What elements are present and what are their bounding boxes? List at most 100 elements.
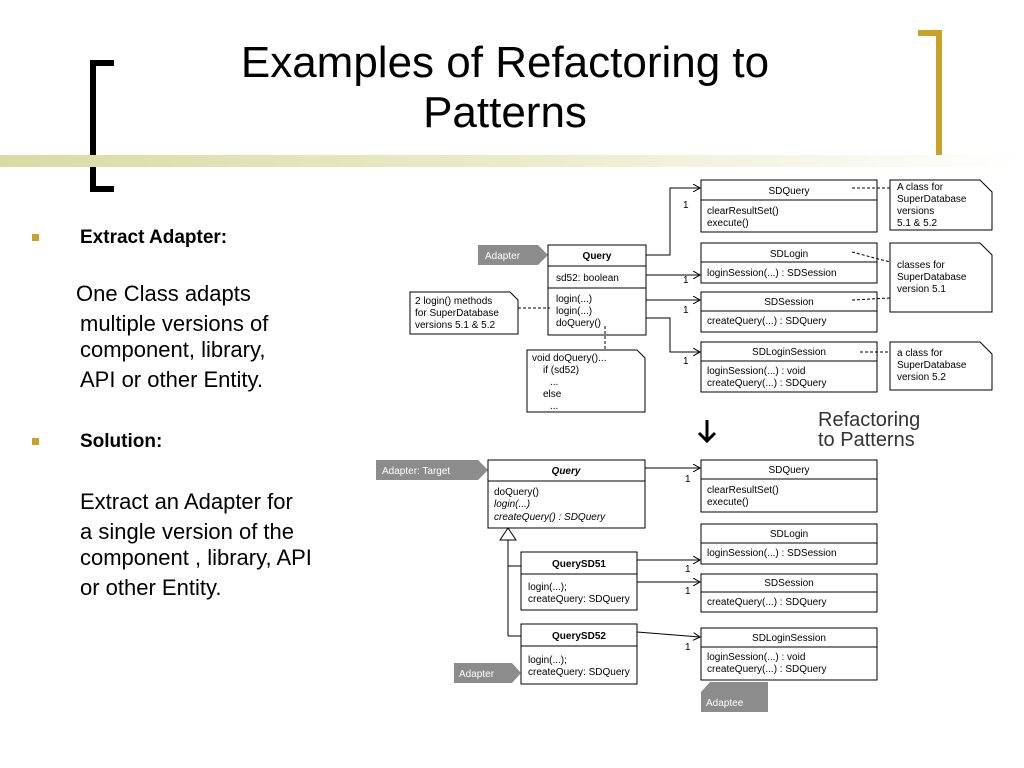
- svg-text:login(...);: login(...);: [528, 655, 567, 666]
- svg-text:SDLogin: SDLogin: [770, 529, 808, 540]
- bullet-heading-1: Extract Adapter:: [80, 227, 228, 248]
- svg-text:Adapter: Adapter: [459, 669, 495, 680]
- svg-text:doQuery(): doQuery(): [494, 487, 539, 498]
- svg-text:clearResultSet(): clearResultSet(): [707, 485, 779, 496]
- left-bracket-decoration: [90, 60, 114, 192]
- adapter-tag-bottom: Adapter: [454, 663, 521, 683]
- svg-text:loginSession(...) : void: loginSession(...) : void: [707, 652, 805, 663]
- svg-text:Query: Query: [552, 466, 581, 477]
- svg-text:else: else: [543, 389, 562, 400]
- svg-text:Adaptee: Adaptee: [706, 698, 744, 709]
- svg-text:createQuery(...) : SDQuery: createQuery(...) : SDQuery: [707, 378, 826, 389]
- sdloginsession-class-top: SDLoginSession loginSession(...) : void …: [700, 341, 878, 393]
- svg-text:login(...): login(...): [494, 499, 530, 510]
- bullet-heading-2: Solution:: [80, 431, 163, 452]
- svg-text:to Patterns: to Patterns: [818, 429, 915, 451]
- mult-top-4: 1: [683, 356, 689, 367]
- bullet-body-1-line-1: One Class adapts: [76, 281, 251, 306]
- svg-text:execute(): execute(): [707, 218, 749, 229]
- bullet-body-1-line-2: multiple versions of: [80, 311, 269, 336]
- mult-top-1: 1: [683, 200, 689, 211]
- svg-text:loginSession(...) : void: loginSession(...) : void: [707, 366, 805, 377]
- inheritance-lines: [499, 527, 521, 637]
- bullet-body-1-line-3: component, library,: [80, 337, 266, 362]
- svg-text:login(...): login(...): [556, 306, 592, 317]
- query-class-bottom: Query doQuery() login(...) createQuery()…: [487, 459, 646, 529]
- svg-text:SDQuery: SDQuery: [768, 186, 809, 197]
- sdquery-class-top: SDQuery clearResultSet() execute(): [700, 179, 878, 233]
- adaptee-tag: Adaptee: [701, 682, 768, 712]
- svg-text:createQuery() : SDQuery: createQuery() : SDQuery: [494, 512, 606, 523]
- svg-text:createQuery(...) : SDQuery: createQuery(...) : SDQuery: [707, 597, 826, 608]
- svg-text:SuperDatabase: SuperDatabase: [897, 360, 967, 371]
- note-login-methods: 2 login() methods for SuperDatabase vers…: [409, 291, 550, 335]
- svg-text:Query: Query: [583, 251, 612, 262]
- svg-text:versions 5.1 & 5.2: versions 5.1 & 5.2: [415, 320, 495, 331]
- svg-text:loginSession(...) : SDSession: loginSession(...) : SDSession: [707, 548, 837, 559]
- sdlogin-class-bottom: SDLogin loginSession(...) : SDSession: [700, 523, 878, 565]
- mult-top-3: 1: [683, 305, 689, 316]
- svg-text:login(...): login(...): [556, 294, 592, 305]
- querysd51-class: QuerySD51 login(...); createQuery: SDQue…: [520, 551, 638, 611]
- svg-text:SDSession: SDSession: [764, 578, 813, 589]
- svg-text:execute(): execute(): [707, 497, 749, 508]
- bullet-marker-2: [32, 438, 39, 445]
- sdlogin-class-top: SDLogin loginSession(...) : SDSession: [700, 242, 878, 284]
- svg-text:Refactoring: Refactoring: [818, 409, 920, 431]
- svg-text:SDSession: SDSession: [764, 297, 813, 308]
- svg-text:login(...);: login(...);: [528, 582, 567, 593]
- svg-text:createQuery: SDQuery: createQuery: SDQuery: [528, 667, 630, 678]
- note-sdlogin-sdsession: classes for SuperDatabase version 5.1: [851, 242, 993, 313]
- mult-top-2: 1: [683, 275, 689, 286]
- svg-text:sd52: boolean: sd52: boolean: [556, 273, 619, 284]
- bullet-marker-1: [32, 234, 39, 241]
- adapter-target-tag: Adapter: Target: [376, 460, 488, 480]
- svg-text:2 login() methods: 2 login() methods: [415, 296, 492, 307]
- svg-text:SDLogin: SDLogin: [770, 249, 808, 260]
- arrow-down-icon: [697, 420, 717, 444]
- svg-text:a class for: a class for: [897, 348, 943, 359]
- svg-text:classes for: classes for: [897, 260, 945, 271]
- svg-text:version 5.1: version 5.1: [897, 284, 946, 295]
- mult-bottom-4: 1: [685, 642, 691, 653]
- mult-bottom-1: 1: [685, 474, 691, 485]
- title-line-1: Examples of Refactoring to: [240, 38, 770, 87]
- svg-text:doQuery(): doQuery(): [556, 318, 601, 329]
- bullet-body-2-line-4: or other Entity.: [80, 575, 222, 600]
- svg-text:createQuery(...) : SDQuery: createQuery(...) : SDQuery: [707, 664, 826, 675]
- slide-title: Examples of Refactoring to Patterns: [150, 38, 860, 138]
- bullet-body-2-line-2: a single version of the: [80, 519, 295, 544]
- note-doquery: void doQuery()... if (sd52) ... else ...: [526, 326, 646, 413]
- note-sdquery: A class for SuperDatabase versions 5.1 &…: [852, 179, 993, 231]
- svg-text:for SuperDatabase: for SuperDatabase: [415, 308, 499, 319]
- svg-text:SDLoginSession: SDLoginSession: [752, 347, 826, 358]
- title-rule: [0, 155, 1024, 167]
- svg-text:SDQuery: SDQuery: [768, 465, 809, 476]
- svg-text:QuerySD52: QuerySD52: [552, 631, 606, 642]
- sdsession-class-bottom: SDSession createQuery(...) : SDQuery: [700, 573, 878, 613]
- querysd52-class: QuerySD52 login(...); createQuery: SDQue…: [520, 623, 638, 685]
- svg-text:createQuery: SDQuery: createQuery: SDQuery: [528, 594, 630, 605]
- svg-text:A class for: A class for: [897, 182, 944, 193]
- sdloginsession-class-bottom: SDLoginSession loginSession(...) : void …: [700, 627, 878, 681]
- svg-text:SDLoginSession: SDLoginSession: [752, 633, 826, 644]
- svg-text:Adapter: Target: Adapter: Target: [382, 466, 450, 477]
- bullet-body-2-line-1: Extract an Adapter for: [80, 489, 293, 514]
- svg-text:void doQuery()...: void doQuery()...: [532, 353, 606, 364]
- sdsession-class-top: SDSession createQuery(...) : SDQuery: [700, 291, 878, 333]
- associations-top: [646, 188, 700, 352]
- bullet-body-2-line-3: component , library, API: [80, 545, 312, 570]
- svg-text:version 5.2: version 5.2: [897, 372, 946, 383]
- svg-text:createQuery(...) : SDQuery: createQuery(...) : SDQuery: [707, 316, 826, 327]
- query-class-top: Query sd52: boolean login(...) login(...…: [547, 244, 647, 336]
- svg-text:...: ...: [550, 401, 558, 412]
- sdquery-class-bottom: SDQuery clearResultSet() execute(): [700, 459, 878, 513]
- note-sdloginsession: a class for SuperDatabase version 5.2: [860, 341, 993, 391]
- svg-text:5.1 & 5.2: 5.1 & 5.2: [897, 218, 937, 229]
- refactoring-to-patterns-logo: Refactoring to Patterns: [818, 409, 920, 451]
- svg-text:loginSession(...) : SDSession: loginSession(...) : SDSession: [707, 268, 837, 279]
- svg-text:QuerySD51: QuerySD51: [552, 559, 606, 570]
- mult-bottom-2: 1: [685, 564, 691, 575]
- associations-bottom: [636, 468, 700, 637]
